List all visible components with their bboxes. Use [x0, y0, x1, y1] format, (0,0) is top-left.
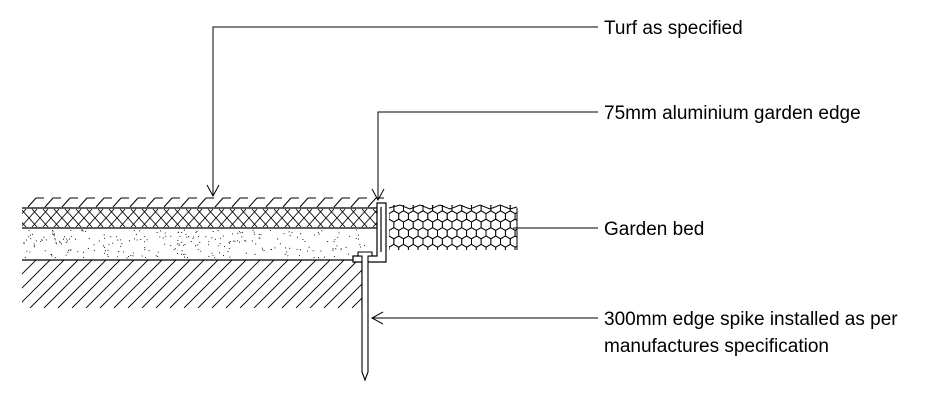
turf-leader-arrow — [206, 184, 220, 198]
label-garden-edge: 75mm aluminium garden edge — [604, 103, 861, 124]
garden-edge-leader-arrow — [371, 188, 385, 202]
aluminium-garden-edge — [352, 202, 387, 263]
label-turf: Turf as specified — [604, 18, 743, 39]
turf-leader — [212, 26, 598, 196]
label-edge-spike-line2: manufactures specification — [604, 336, 829, 357]
sand-layer — [22, 229, 366, 261]
garden-edge-leader — [377, 111, 598, 200]
label-edge-spike-line1: 300mm edge spike installed as per — [604, 309, 898, 330]
edge-spike-leader-arrow — [370, 311, 384, 325]
label-garden-bed: Garden bed — [604, 219, 704, 240]
leader-lines — [206, 26, 598, 325]
garden-bed-mulch — [388, 204, 518, 250]
grass-marks — [27, 197, 384, 208]
subsoil-layer — [22, 260, 363, 308]
edge-spike — [357, 251, 373, 382]
turf-layer — [22, 207, 377, 229]
